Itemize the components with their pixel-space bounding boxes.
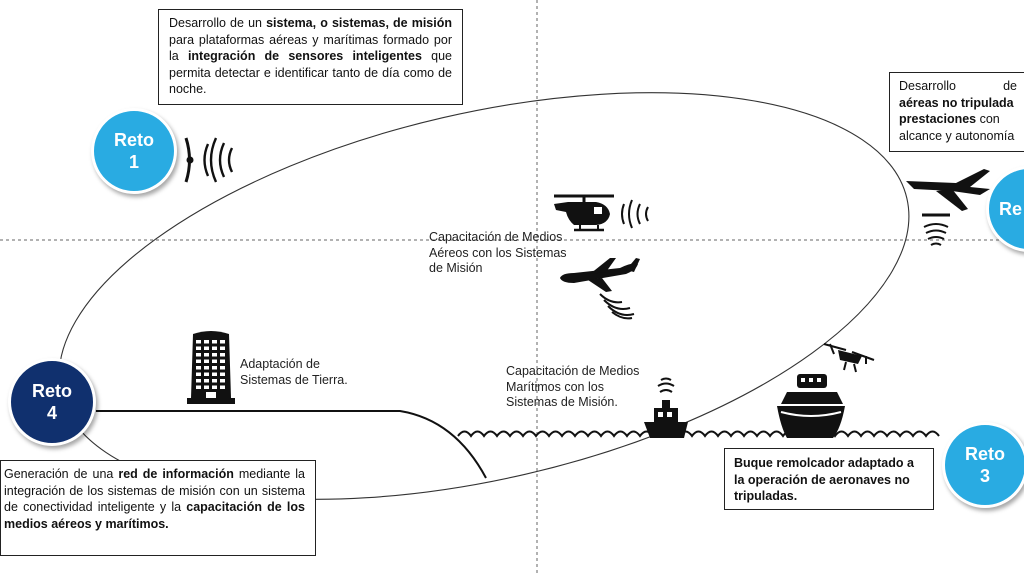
reto-1-text: Desarrollo de un (169, 16, 267, 30)
label-sistemas-tierra: Adaptación de Sistemas de Tierra. (240, 357, 348, 387)
reto-4-description-box: Generación de una red de información med… (0, 460, 316, 556)
reto-4-number: 4 (46, 403, 57, 423)
reto-1-bold: sistema, o sistemas, de misión (266, 16, 452, 30)
reto-4-word: Reto (32, 381, 72, 401)
reto-3-number: 3 (979, 466, 990, 486)
reto-4-circle: Reto 4 (8, 358, 96, 446)
sea-waves-icon (457, 430, 940, 438)
helicopter-icon (554, 194, 649, 232)
reto-3-description-box: Buque remolcador adaptado a la operación… (724, 448, 934, 510)
reto-4-bold: red de información (118, 467, 234, 481)
reto-1-bold: integración de sensores inteligentes (187, 49, 422, 63)
reto-2-line-1: Desarrollo de (899, 78, 1024, 95)
reto-2-text: alcance y autonomía (899, 128, 1015, 143)
reto-3-circle: Reto 3 (942, 422, 1024, 508)
reto-1-word: Reto (114, 130, 154, 150)
reto-2-text: con (976, 112, 1000, 126)
quadcopter-icon (823, 343, 875, 373)
reto-2-bold: aéreas no tripulada (899, 95, 1014, 110)
reto-1-number: 1 (128, 152, 139, 172)
label-medios-maritimos: Capacitación de Medios Marítimos con los… (506, 364, 640, 409)
reto-2-line-2: aéreas no tripulada (899, 95, 1024, 112)
ship-icon (777, 374, 845, 438)
antenna-icon (184, 137, 234, 183)
reto-4-text: mediante la integración de los sistemas … (4, 467, 305, 514)
reto-2-line-4: alcance y autonomía (899, 128, 1024, 145)
reto-2-line-3: prestaciones con (899, 111, 1024, 128)
reto-2-text: Desarrollo de (899, 79, 1017, 93)
building-icon (187, 331, 235, 404)
uav-icon (906, 169, 990, 246)
small-boat-icon (644, 377, 688, 438)
reto-1-description-box: Desarrollo de un sistema, o sistemas, de… (158, 9, 463, 105)
reto-3-bold: Buque remolcador adaptado a la operación… (734, 456, 914, 503)
ground-line (96, 410, 487, 479)
reto-2-word: Re (999, 199, 1023, 219)
reto-1-text: para plataformas aéreas y marítimas form… (169, 32, 452, 64)
reto-2-bold: prestaciones (899, 112, 977, 126)
reto-1-text: que permita detectar e identificar tanto… (169, 49, 452, 96)
reto-3-word: Reto (965, 444, 1005, 464)
label-medios-aereos: Capacitación de Medios Aéreos con los Si… (429, 230, 567, 275)
reto-2-description-box: Desarrollo de aéreas no tripulada presta… (889, 72, 1024, 152)
reto-4-text: Generación de una (4, 467, 119, 481)
airplane-icon (560, 258, 640, 320)
reto-1-circle: Reto 1 (91, 108, 177, 194)
reto-4-bold: capacitación de los medios aéreos y marí… (4, 500, 305, 531)
